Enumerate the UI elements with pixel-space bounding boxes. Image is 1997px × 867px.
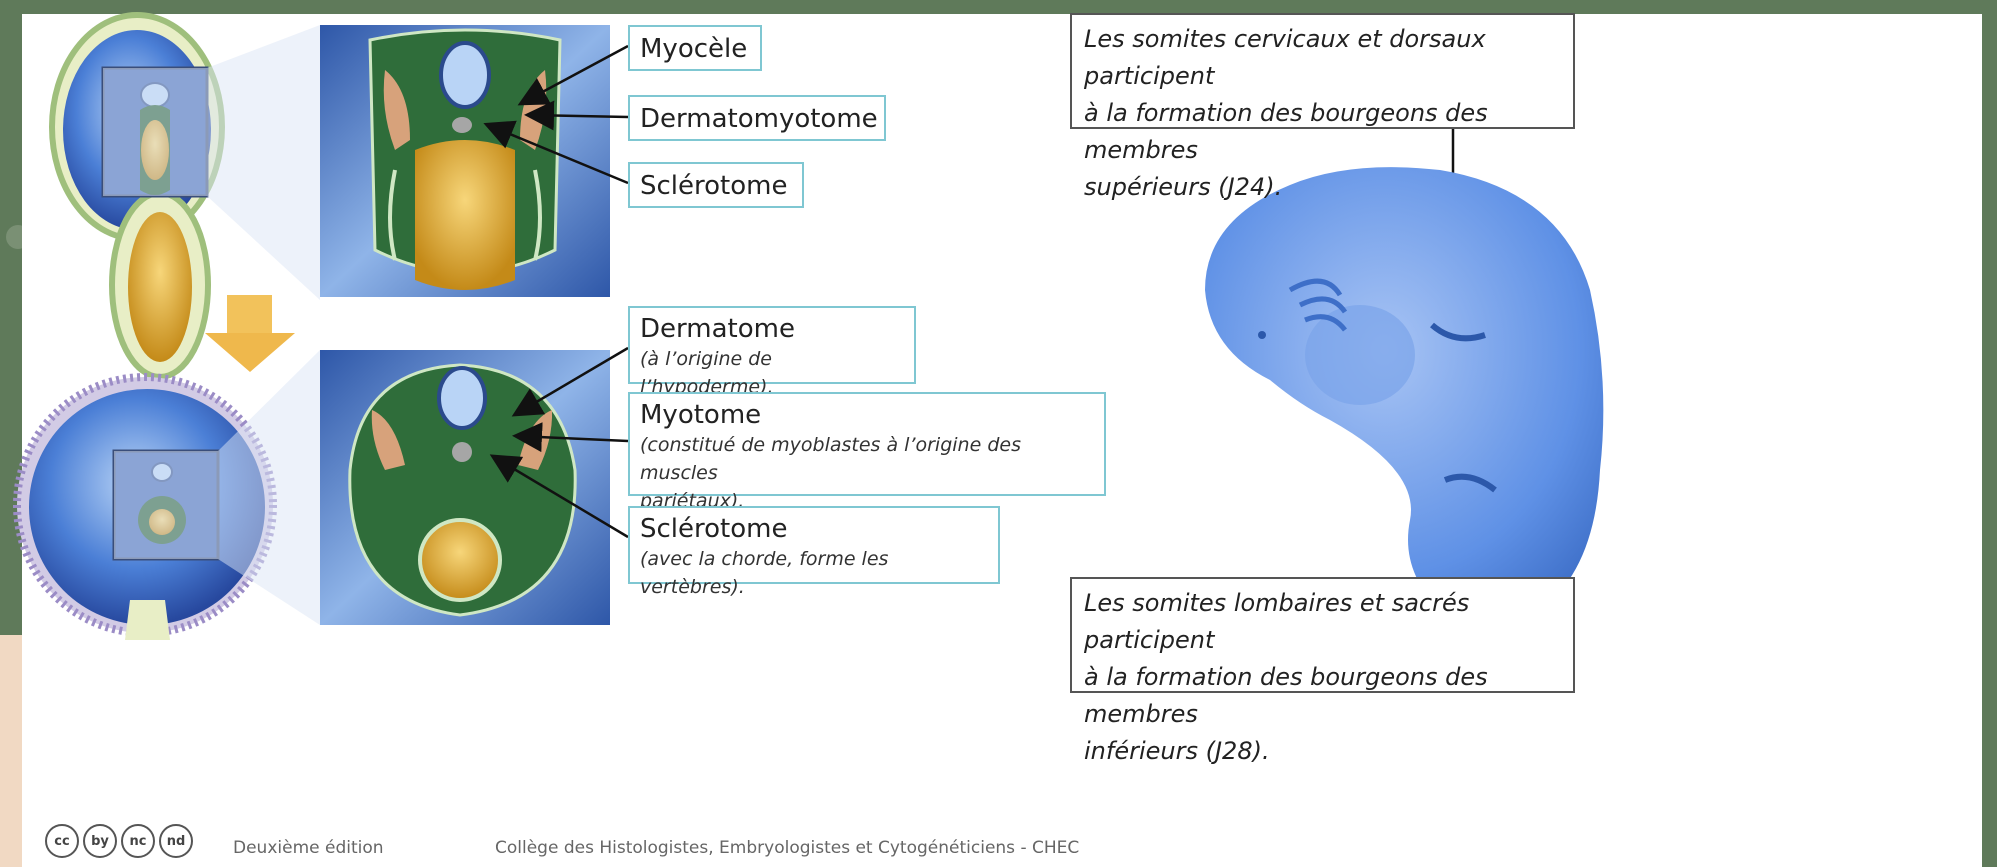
attribution-icon: by	[83, 824, 117, 858]
embryo-side-view	[1205, 167, 1603, 625]
footer-college: Collège des Histologistes, Embryologiste…	[495, 838, 1079, 858]
label-myotome-text: Myotome	[640, 399, 1094, 431]
license-badge: cc by nc nd	[45, 824, 193, 858]
label-myotome: Myotome (constitué de myoblastes à l’ori…	[628, 392, 1106, 496]
footer-edition: Deuxième édition	[233, 838, 384, 858]
note-lower-line-3: inférieurs (J28).	[1084, 733, 1561, 770]
label-sclerotome-bottom-text: Sclérotome	[640, 513, 988, 545]
label-dermatomyotome-text: Dermatomyotome	[640, 103, 874, 135]
label-sclerotome-bottom: Sclérotome (avec la chorde, forme les ve…	[628, 506, 1000, 584]
note-upper-line-3: supérieurs (J24).	[1084, 169, 1561, 206]
note-upper-limb-buds: Les somites cervicaux et dorsaux partici…	[1070, 13, 1575, 129]
note-lower-limb-buds: Les somites lombaires et sacrés particip…	[1070, 577, 1575, 693]
label-dermatomyotome: Dermatomyotome	[628, 95, 886, 141]
label-sclerotome-top: Sclérotome	[628, 162, 804, 208]
label-myotome-note-1: (constitué de myoblastes à l’origine des…	[640, 431, 1094, 487]
note-upper-line-1: Les somites cervicaux et dorsaux partici…	[1084, 21, 1561, 95]
label-myocele-text: Myocèle	[640, 33, 750, 65]
noderivatives-icon: nd	[159, 824, 193, 858]
label-dermatome: Dermatome (à l’origine de l’hypoderme).	[628, 306, 916, 384]
label-dermatome-text: Dermatome	[640, 313, 904, 345]
note-upper-line-2: à la formation des bourgeons des membres	[1084, 95, 1561, 169]
transition-arrow	[205, 295, 295, 372]
cc-icon: cc	[45, 824, 79, 858]
label-myocele: Myocèle	[628, 25, 762, 71]
label-sclerotome-top-text: Sclérotome	[640, 170, 792, 202]
noncommercial-icon: nc	[121, 824, 155, 858]
label-sclerotome-bottom-note: (avec la chorde, forme les vertèbres).	[640, 545, 988, 601]
upper-cross-section	[320, 25, 610, 297]
note-lower-line-2: à la formation des bourgeons des membres	[1084, 659, 1561, 733]
lower-cross-section	[320, 350, 610, 625]
note-lower-line-1: Les somites lombaires et sacrés particip…	[1084, 585, 1561, 659]
